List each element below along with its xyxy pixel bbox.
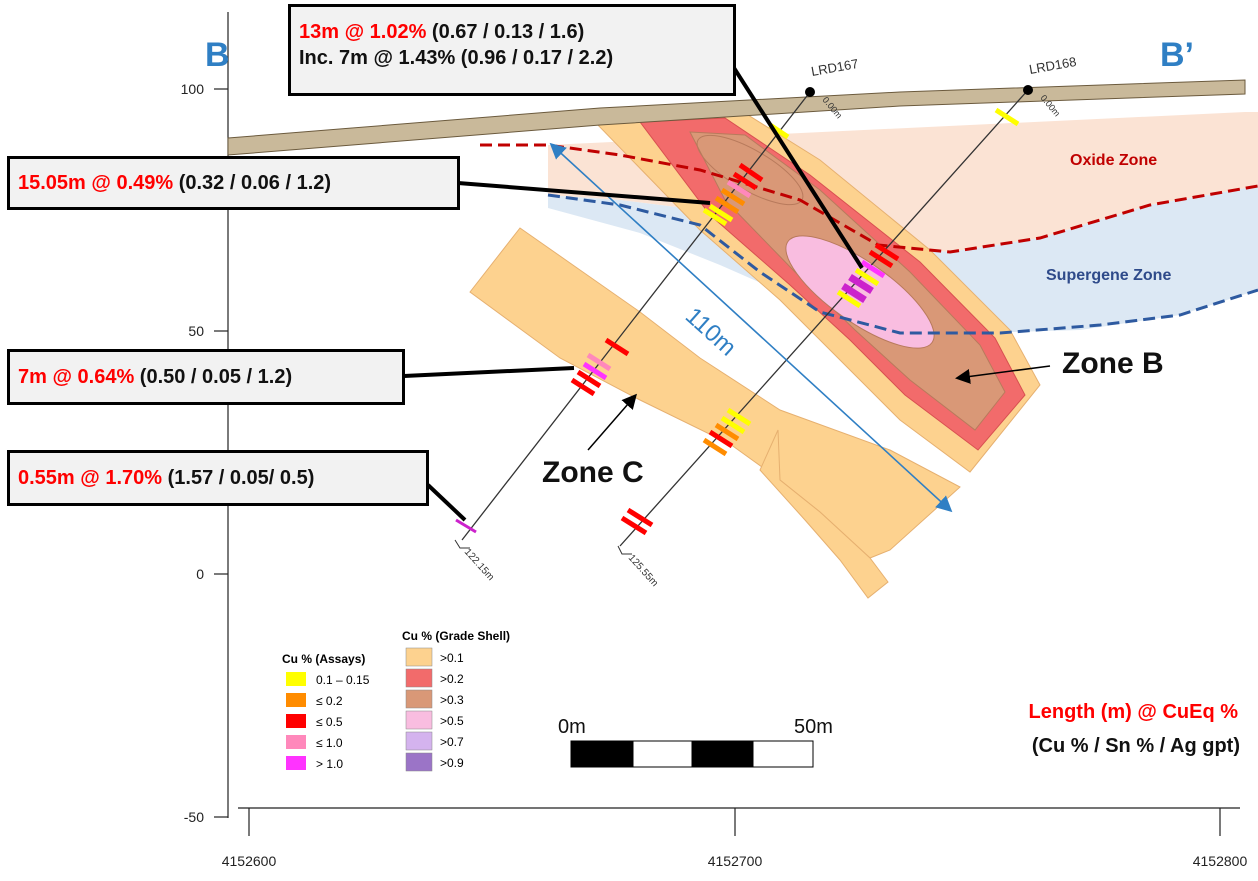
section-end-label: B’: [1160, 36, 1194, 74]
callout-2-detail: (0.32 / 0.06 / 1.2): [173, 172, 332, 194]
legend-shell-swatch-2: [405, 668, 433, 688]
legend-shell-label-4: >0.5: [440, 714, 464, 728]
legend-assay-label-5: > 1.0: [316, 757, 343, 771]
legend-shell-label-5: >0.7: [440, 735, 464, 749]
callout-box-1: 13m @ 1.02% (0.67 / 0.13 / 1.6) Inc. 7m …: [288, 4, 736, 96]
y-tick-marks: [214, 88, 228, 818]
callout-1-detail: (0.67 / 0.13 / 1.6): [426, 21, 585, 43]
callout-box-3: 7m @ 0.64% (0.50 / 0.05 / 1.2): [7, 349, 405, 405]
legend-assay-label-2: ≤ 0.2: [316, 694, 343, 708]
legend-assay-swatch-2: [286, 693, 306, 707]
x-tick-marks: [248, 808, 1221, 836]
callout-1-grade: 13m @ 1.02%: [299, 21, 427, 43]
legend-shell-label-6: >0.9: [440, 756, 464, 770]
key-line-1: Length (m) @ CuEq %: [1029, 701, 1239, 723]
callout-1-line-1: 13m @ 1.02% (0.67 / 0.13 / 1.6): [299, 19, 725, 45]
legend-assay-swatch-5: [286, 756, 306, 770]
end-depth-lrd167: 122.15m: [462, 547, 496, 583]
callout-leader-3: [403, 366, 575, 378]
assay-tick: [626, 507, 654, 528]
callout-4-detail: (1.57 / 0.05/ 0.5): [162, 467, 315, 489]
x-tick-label-2: 4152700: [708, 853, 763, 869]
scale-bar-segment: [752, 740, 814, 768]
legend-shell-label-3: >0.3: [440, 693, 464, 707]
key-line-2: (Cu % / Sn % / Ag gpt): [1032, 735, 1240, 757]
supergene-zone-label: Supergene Zone: [1046, 267, 1171, 284]
callout-box-2: 15.05m @ 0.49% (0.32 / 0.06 / 1.2): [7, 156, 460, 210]
callout-2-grade: 15.05m @ 0.49%: [18, 172, 174, 194]
legend-shell-swatch-1: [405, 647, 433, 667]
zone-b-pointer: [955, 365, 1051, 384]
x-tick-label-3: 4152800: [1193, 853, 1248, 869]
y-tick-label-100: 100: [181, 81, 205, 97]
legend-assays: 0.1 – 0.15 ≤ 0.2 ≤ 0.5 ≤ 1.0 > 1.0: [286, 672, 370, 771]
legend-shell-label-1: >0.1: [440, 651, 464, 665]
callout-box-4: 0.55m @ 1.70% (1.57 / 0.05/ 0.5): [7, 450, 429, 506]
y-tick-label-50: 50: [188, 323, 204, 339]
scale-bar-segment: [632, 740, 693, 768]
callout-3-detail: (0.50 / 0.05 / 1.2): [134, 366, 293, 388]
collar-marker-lrd168: [1023, 85, 1033, 95]
zone-c-pointer: [587, 393, 637, 451]
hole-label-lrd167: LRD167: [810, 56, 860, 79]
scale-bar-start-label: 0m: [558, 716, 586, 738]
legend-assay-swatch-3: [286, 714, 306, 728]
y-tick-label-0: 0: [196, 566, 204, 582]
assay-tick: [994, 107, 1020, 127]
assay-tick: [455, 518, 477, 534]
hole-end-tick-lrd168: [617, 545, 632, 555]
surface-cover-band: [227, 79, 1246, 156]
oxide-zone-label: Oxide Zone: [1070, 152, 1157, 169]
x-tick-label-1: 4152600: [222, 853, 277, 869]
scale-bar: 0m 50m: [558, 716, 833, 768]
hole-label-lrd168: LRD168: [1028, 54, 1078, 77]
legend-shell-swatch-5: [405, 731, 433, 751]
legend-shell-swatch-3: [405, 689, 433, 709]
scale-bar-segment: [691, 740, 754, 768]
end-depth-lrd168: 125.55m: [626, 553, 660, 589]
scale-bar-segment: [570, 740, 634, 768]
legend-assays-title: Cu % (Assays): [282, 652, 365, 666]
callout-leader-1: [732, 66, 864, 270]
zone-b-label: Zone B: [1062, 347, 1164, 380]
legend-assay-label-4: ≤ 1.0: [316, 736, 343, 750]
zone-c-label: Zone C: [542, 456, 644, 489]
legend-shell-swatch-6: [405, 752, 433, 772]
legend-shell-label-2: >0.2: [440, 672, 464, 686]
section-start-label: B: [205, 36, 230, 74]
callout-leader-2: [457, 181, 711, 205]
legend-shell: >0.1 >0.2 >0.3 >0.5 >0.7 >0.9: [405, 647, 464, 772]
callout-4-grade: 0.55m @ 1.70%: [18, 467, 163, 489]
legend-assay-swatch-4: [286, 735, 306, 749]
assay-tick: [620, 515, 648, 536]
y-tick-label-minus50: -50: [184, 809, 204, 825]
hole-end-tick-lrd167: [454, 539, 470, 549]
scale-bar-end-label: 50m: [794, 716, 833, 738]
collar-marker-lrd167: [805, 87, 815, 97]
callout-1-line-2: Inc. 7m @ 1.43% (0.96 / 0.17 / 2.2): [299, 47, 614, 69]
legend-shell-swatch-4: [405, 710, 433, 730]
callout-3-grade: 7m @ 0.64%: [18, 366, 135, 388]
span-arrow: [549, 142, 953, 513]
legend-assay-label-3: ≤ 0.5: [316, 715, 343, 729]
legend-shell-title: Cu % (Grade Shell): [402, 629, 510, 643]
callout-leader-4: [426, 483, 467, 522]
legend-assay-label-1: 0.1 – 0.15: [316, 673, 370, 687]
legend-assay-swatch-1: [286, 672, 306, 686]
